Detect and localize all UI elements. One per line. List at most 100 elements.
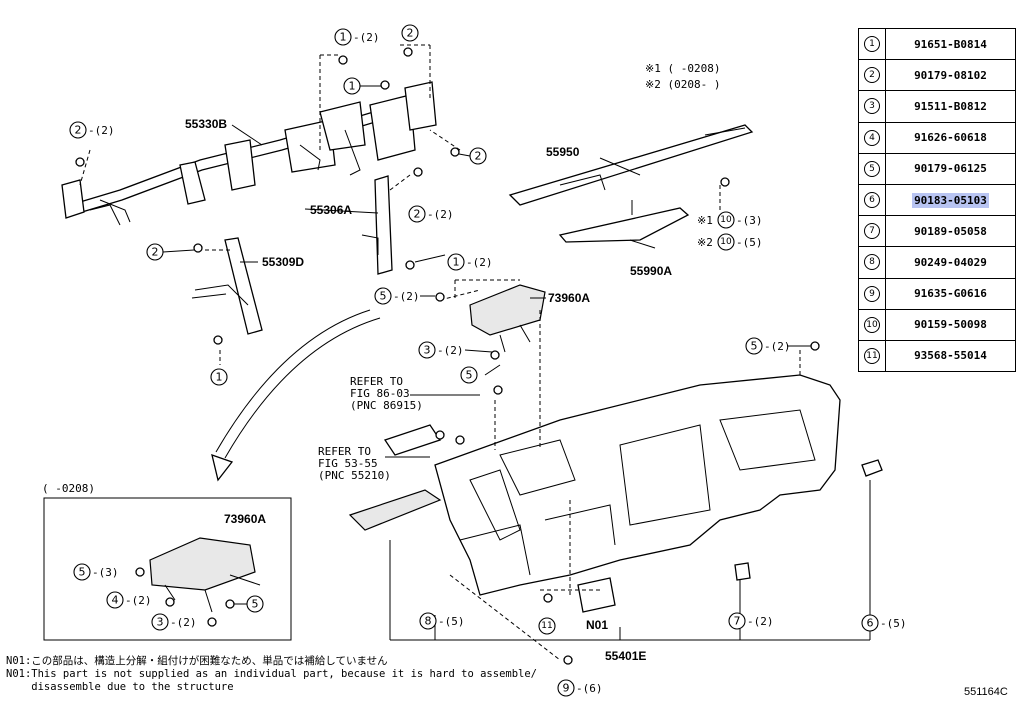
- refer-label-2b: FIG 53-55: [318, 457, 378, 470]
- drawing-code: 551164C: [964, 686, 1008, 698]
- parts-table-row: 9 91635-G0616: [858, 277, 1016, 310]
- index-number: 8: [864, 254, 880, 271]
- svg-text:-(3): -(3): [736, 214, 763, 227]
- panel-55990a: [558, 207, 690, 243]
- notes: N01:この部品は、構造上分解・組付けが困難なため、単品では補給していません N…: [6, 655, 537, 694]
- refer-label-2c: (PNC 55210): [318, 469, 391, 482]
- svg-text:-(6): -(6): [576, 682, 603, 695]
- part-number: 91651-B0814: [914, 37, 987, 51]
- refer-label-1b: FIG 86-03: [350, 387, 410, 400]
- refer-label-1a: REFER TO: [350, 375, 403, 388]
- label-55309d: 55309D: [262, 255, 304, 269]
- svg-text:7: 7: [734, 615, 741, 628]
- svg-text:3: 3: [424, 344, 431, 357]
- svg-text:6: 6: [867, 617, 874, 630]
- inset-detail-box: ( -0208) 73960A 5 -(3) 4 -(2) 3 -(2) 5: [42, 482, 292, 641]
- label-55401e: 55401E: [605, 649, 646, 663]
- svg-text:-(5): -(5): [736, 236, 763, 249]
- inset-label-73960a: 73960A: [224, 512, 266, 526]
- svg-text:-(2): -(2): [353, 31, 380, 44]
- svg-text:3: 3: [157, 616, 164, 629]
- glove-box-panel: [348, 489, 442, 531]
- svg-text:2: 2: [407, 27, 414, 40]
- refer-label-1c: (PNC 86915): [350, 399, 423, 412]
- parts-table-row: 2 90179-08102: [858, 59, 1016, 92]
- index-number: 5: [864, 160, 880, 177]
- svg-text:-(5): -(5): [438, 615, 465, 628]
- parts-number-table: 1 91651-B0814 2 90179-08102 3 91511-B0812 4 916…: [858, 27, 1016, 373]
- parts-table-row: 8 90249-04029: [858, 246, 1016, 279]
- parts-table-row: 6 90183-05103: [858, 183, 1016, 217]
- label-73960a: 73960A: [548, 291, 590, 305]
- svg-text:2: 2: [75, 124, 82, 137]
- svg-text:-(2): -(2): [170, 616, 197, 629]
- svg-text:-(2): -(2): [125, 594, 152, 607]
- part-number: 90179-06125: [914, 162, 987, 176]
- svg-text:-(2): -(2): [88, 124, 115, 137]
- part-number: 91626-60618: [914, 131, 987, 145]
- parts-table-row: 7 90189-05058: [858, 215, 1016, 248]
- svg-text:8: 8: [425, 615, 432, 628]
- label-55330b: 55330B: [185, 117, 227, 131]
- note-english-2: disassemble due to the structure: [6, 681, 234, 693]
- svg-text:5: 5: [466, 369, 473, 382]
- brace-55306a: [374, 175, 393, 275]
- bolt-icon: [75, 47, 820, 665]
- part-number: 93568-55014: [914, 349, 987, 363]
- view-arrow: [224, 317, 381, 459]
- note-english-1: N01:This part is not supplied as an indi…: [6, 668, 538, 680]
- svg-text:11: 11: [541, 621, 552, 631]
- index-number: 3: [864, 98, 880, 115]
- parts-table-row: 5 90179-06125: [858, 152, 1016, 185]
- refer-label-2a: REFER TO: [318, 445, 371, 458]
- svg-text:-(2): -(2): [466, 256, 493, 269]
- svg-text:-(2): -(2): [427, 208, 454, 221]
- legend-line-1: ※1 ( -0208): [645, 62, 720, 75]
- svg-text:※2: ※2: [697, 236, 713, 249]
- label-55990a: 55990A: [630, 264, 672, 278]
- svg-text:1: 1: [453, 256, 460, 269]
- index-number: 2: [864, 67, 880, 84]
- svg-text:-(5): -(5): [880, 617, 907, 630]
- svg-text:5: 5: [751, 340, 758, 353]
- inset-range-label: ( -0208): [42, 482, 95, 495]
- label-55306a: 55306A: [310, 203, 352, 217]
- index-number: 1: [864, 36, 880, 53]
- svg-text:※1: ※1: [697, 214, 713, 227]
- parts-table-row: 3 91511-B0812: [858, 90, 1016, 123]
- index-number: 11: [864, 347, 880, 364]
- svg-text:10: 10: [720, 237, 732, 247]
- parts-table-row: 4 91626-60618: [858, 121, 1016, 154]
- svg-text:2: 2: [475, 150, 482, 163]
- svg-text:-(2): -(2): [764, 340, 791, 353]
- part-number: 91635-G0616: [914, 287, 987, 301]
- svg-text:2: 2: [152, 246, 159, 259]
- svg-text:5: 5: [252, 598, 259, 611]
- legend-line-2: ※2 (0208- ): [645, 78, 720, 91]
- index-number: 9: [864, 285, 880, 302]
- part-number: 90189-05058: [914, 224, 987, 238]
- label-55950: 55950: [546, 145, 580, 159]
- part-number: 90183-05103: [912, 192, 989, 208]
- svg-text:-(2): -(2): [437, 344, 464, 357]
- brace-55309d: [224, 237, 263, 335]
- part-number: 91511-B0812: [914, 99, 987, 113]
- index-number: 6: [864, 192, 880, 209]
- part-number: 90179-08102: [914, 68, 987, 82]
- svg-text:-(3): -(3): [92, 566, 119, 579]
- svg-text:5: 5: [380, 290, 387, 303]
- svg-text:2: 2: [414, 208, 421, 221]
- note-japanese: N01:この部品は、構造上分解・組付けが困難なため、単品では補給していません: [6, 655, 388, 667]
- svg-text:9: 9: [563, 682, 570, 695]
- index-number: 4: [864, 129, 880, 146]
- part-number: 90249-04029: [914, 255, 987, 269]
- part-number: 90159-50098: [914, 318, 987, 332]
- svg-text:1: 1: [340, 31, 347, 44]
- index-number: 7: [864, 223, 880, 240]
- steering-support-beam: [61, 81, 437, 226]
- svg-text:5: 5: [79, 566, 86, 579]
- svg-text:4: 4: [112, 594, 119, 607]
- callouts: 1 -(2) 2 1 2 -(2) 2 2 -(2) 2 1 -(2) 1 5 …: [69, 24, 907, 697]
